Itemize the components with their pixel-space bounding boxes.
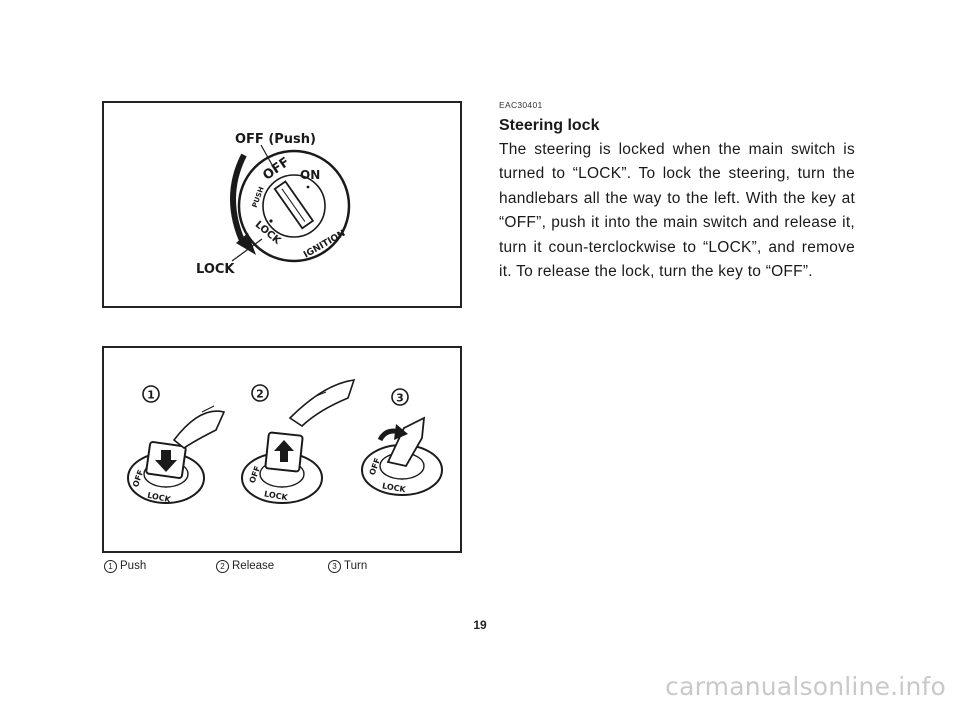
label-off-push: OFF (Push) [235, 132, 316, 147]
watermark: carmanualsonline.info [665, 672, 946, 701]
page-number: 19 [473, 618, 487, 632]
section-title: Steering lock [499, 117, 600, 134]
svg-text:LOCK: LOCK [263, 489, 289, 502]
caption-number: 1 [104, 560, 117, 573]
key-steps-drawing: 1 2 3 OFF LOCK OFF [127, 379, 443, 505]
label-lock: LOCK [196, 262, 235, 277]
step-marker-1: 1 [142, 385, 160, 403]
main-switch-drawing: OFF ON PUSH LOCK IGNITION OFF (Push) LOC… [196, 132, 351, 277]
step-push-drawing: OFF LOCK [127, 405, 226, 505]
step-marker-2: 2 [251, 384, 269, 402]
switch-inner-ring [262, 174, 326, 238]
rotation-arrow [230, 153, 247, 247]
svg-text:3: 3 [396, 392, 404, 405]
caption-label: Release [232, 560, 275, 572]
step-turn-drawing: OFF LOCK [361, 416, 443, 496]
svg-text:2: 2 [256, 388, 264, 401]
section-code: EAC30401 [499, 100, 543, 110]
svg-text:1: 1 [147, 389, 155, 402]
section-body: The steering is locked when the main swi… [499, 141, 855, 281]
caption-number: 3 [328, 560, 341, 573]
dial-on-text: ON [300, 168, 320, 182]
caption-number: 2 [216, 560, 229, 573]
leader-line-off [260, 144, 277, 173]
caption-label: Turn [344, 560, 368, 572]
step-release-drawing: OFF LOCK [241, 379, 356, 504]
key-steps-illustration: 1 2 3 OFF LOCK OFF [102, 346, 462, 553]
caption-label: Push [120, 560, 147, 572]
main-switch-illustration: OFF ON PUSH LOCK IGNITION OFF (Push) LOC… [102, 101, 462, 308]
step-marker-3: 3 [391, 388, 409, 406]
svg-text:LOCK: LOCK [381, 481, 407, 494]
leader-line-lock [231, 238, 263, 262]
switch-outer-ring [237, 149, 351, 263]
rotation-arrow-head [236, 233, 256, 255]
